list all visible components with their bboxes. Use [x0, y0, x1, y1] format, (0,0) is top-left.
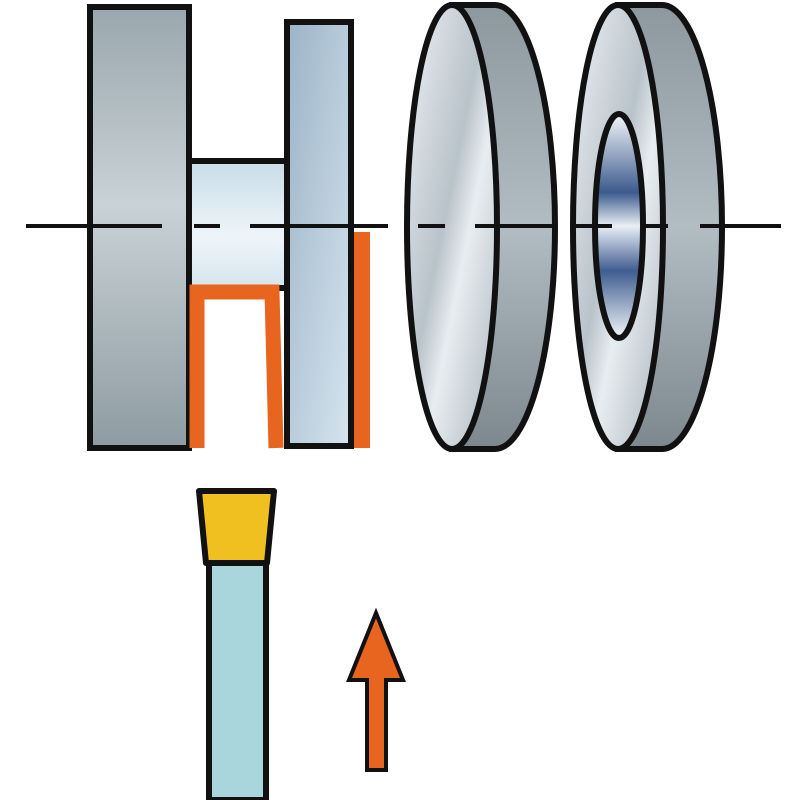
cut-profile-side	[354, 232, 370, 448]
right-flange	[284, 19, 354, 449]
tool-insert	[196, 488, 277, 566]
up-arrow-icon	[346, 607, 406, 772]
workpiece-side-view	[87, 4, 370, 451]
cut-profile	[189, 284, 284, 449]
grooving-tool-icon	[196, 488, 277, 800]
tool-shank	[206, 560, 269, 800]
